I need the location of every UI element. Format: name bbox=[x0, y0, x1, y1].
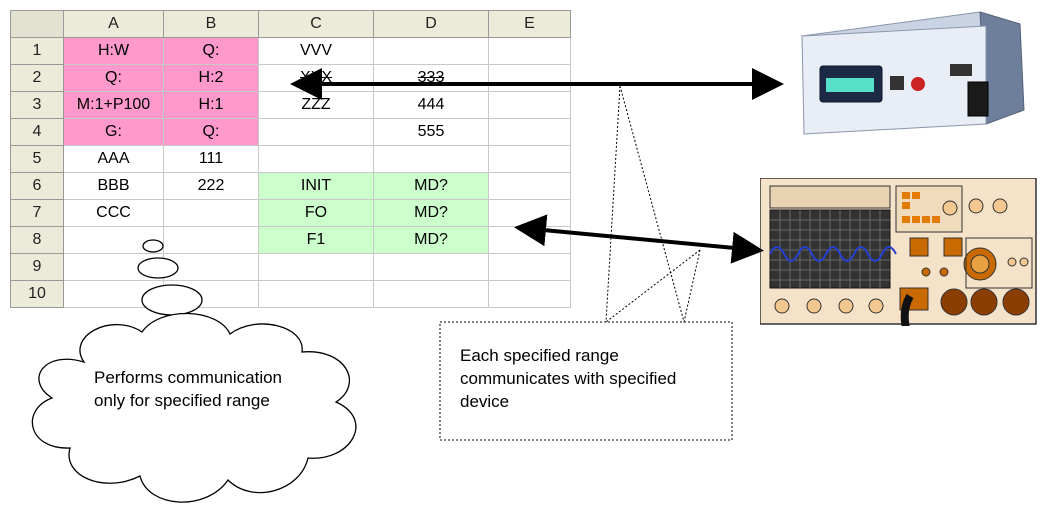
cell-b1[interactable]: Q: bbox=[163, 37, 259, 65]
cell-c10[interactable] bbox=[258, 280, 374, 308]
cell-d7[interactable]: MD? bbox=[373, 199, 489, 227]
controller-device-icon bbox=[800, 11, 1025, 135]
row-header[interactable]: 5 bbox=[10, 145, 64, 173]
cell-c9[interactable] bbox=[258, 253, 374, 281]
cell-e5[interactable] bbox=[488, 145, 571, 173]
callout-caption: Each specified range communicates with s… bbox=[460, 346, 677, 411]
cell-d1[interactable] bbox=[373, 37, 489, 65]
table-row: 5 AAA 111 bbox=[10, 145, 571, 173]
table-row: 4 G: Q: 555 bbox=[10, 118, 571, 146]
table-row: 7 CCC FO MD? bbox=[10, 199, 571, 227]
table-row: 10 bbox=[10, 280, 571, 308]
table-row: 9 bbox=[10, 253, 571, 281]
cell-d5[interactable] bbox=[373, 145, 489, 173]
row-header[interactable]: 2 bbox=[10, 64, 64, 92]
thought-cloud-icon bbox=[31, 239, 357, 503]
cell-c8[interactable]: F1 bbox=[258, 226, 374, 254]
table-row: 6 BBB 222 INIT MD? bbox=[10, 172, 571, 200]
cell-a2[interactable]: Q: bbox=[63, 64, 164, 92]
cloud-caption: Performs communication only for specifie… bbox=[94, 368, 283, 410]
cell-a7[interactable]: CCC bbox=[63, 199, 164, 227]
table-row: 1 H:W Q: VVV bbox=[10, 37, 571, 65]
row-header[interactable]: 9 bbox=[10, 253, 64, 281]
cell-e10[interactable] bbox=[488, 280, 571, 308]
column-header-d[interactable]: D bbox=[373, 10, 489, 38]
cell-d4[interactable]: 555 bbox=[373, 118, 489, 146]
cell-d10[interactable] bbox=[373, 280, 489, 308]
row-header[interactable]: 10 bbox=[10, 280, 64, 308]
callout-connectors bbox=[605, 85, 701, 323]
cell-d8[interactable]: MD? bbox=[373, 226, 489, 254]
cell-c5[interactable] bbox=[258, 145, 374, 173]
cell-a3[interactable]: M:1+P100 bbox=[63, 91, 164, 119]
cell-b9[interactable] bbox=[163, 253, 259, 281]
callout-box bbox=[439, 321, 733, 441]
column-header-e[interactable]: E bbox=[488, 10, 571, 38]
column-header-row: A B C D E bbox=[10, 10, 571, 38]
oscilloscope-device-icon bbox=[760, 178, 1037, 326]
cell-c4[interactable] bbox=[258, 118, 374, 146]
cell-e1[interactable] bbox=[488, 37, 571, 65]
cell-c7[interactable]: FO bbox=[258, 199, 374, 227]
cell-a4[interactable]: G: bbox=[63, 118, 164, 146]
table-row: 8 F1 MD? bbox=[10, 226, 571, 254]
cell-c6[interactable]: INIT bbox=[258, 172, 374, 200]
cell-b2[interactable]: H:2 bbox=[163, 64, 259, 92]
select-all-corner[interactable] bbox=[10, 10, 64, 38]
column-header-c[interactable]: C bbox=[258, 10, 374, 38]
row-header[interactable]: 4 bbox=[10, 118, 64, 146]
arrow-range2-to-oscilloscope bbox=[514, 214, 764, 264]
cell-e4[interactable] bbox=[488, 118, 571, 146]
cell-d6[interactable]: MD? bbox=[373, 172, 489, 200]
column-header-b[interactable]: B bbox=[163, 10, 259, 38]
cell-a5[interactable]: AAA bbox=[63, 145, 164, 173]
cell-a1[interactable]: H:W bbox=[63, 37, 164, 65]
cell-b6[interactable]: 222 bbox=[163, 172, 259, 200]
row-header[interactable]: 8 bbox=[10, 226, 64, 254]
